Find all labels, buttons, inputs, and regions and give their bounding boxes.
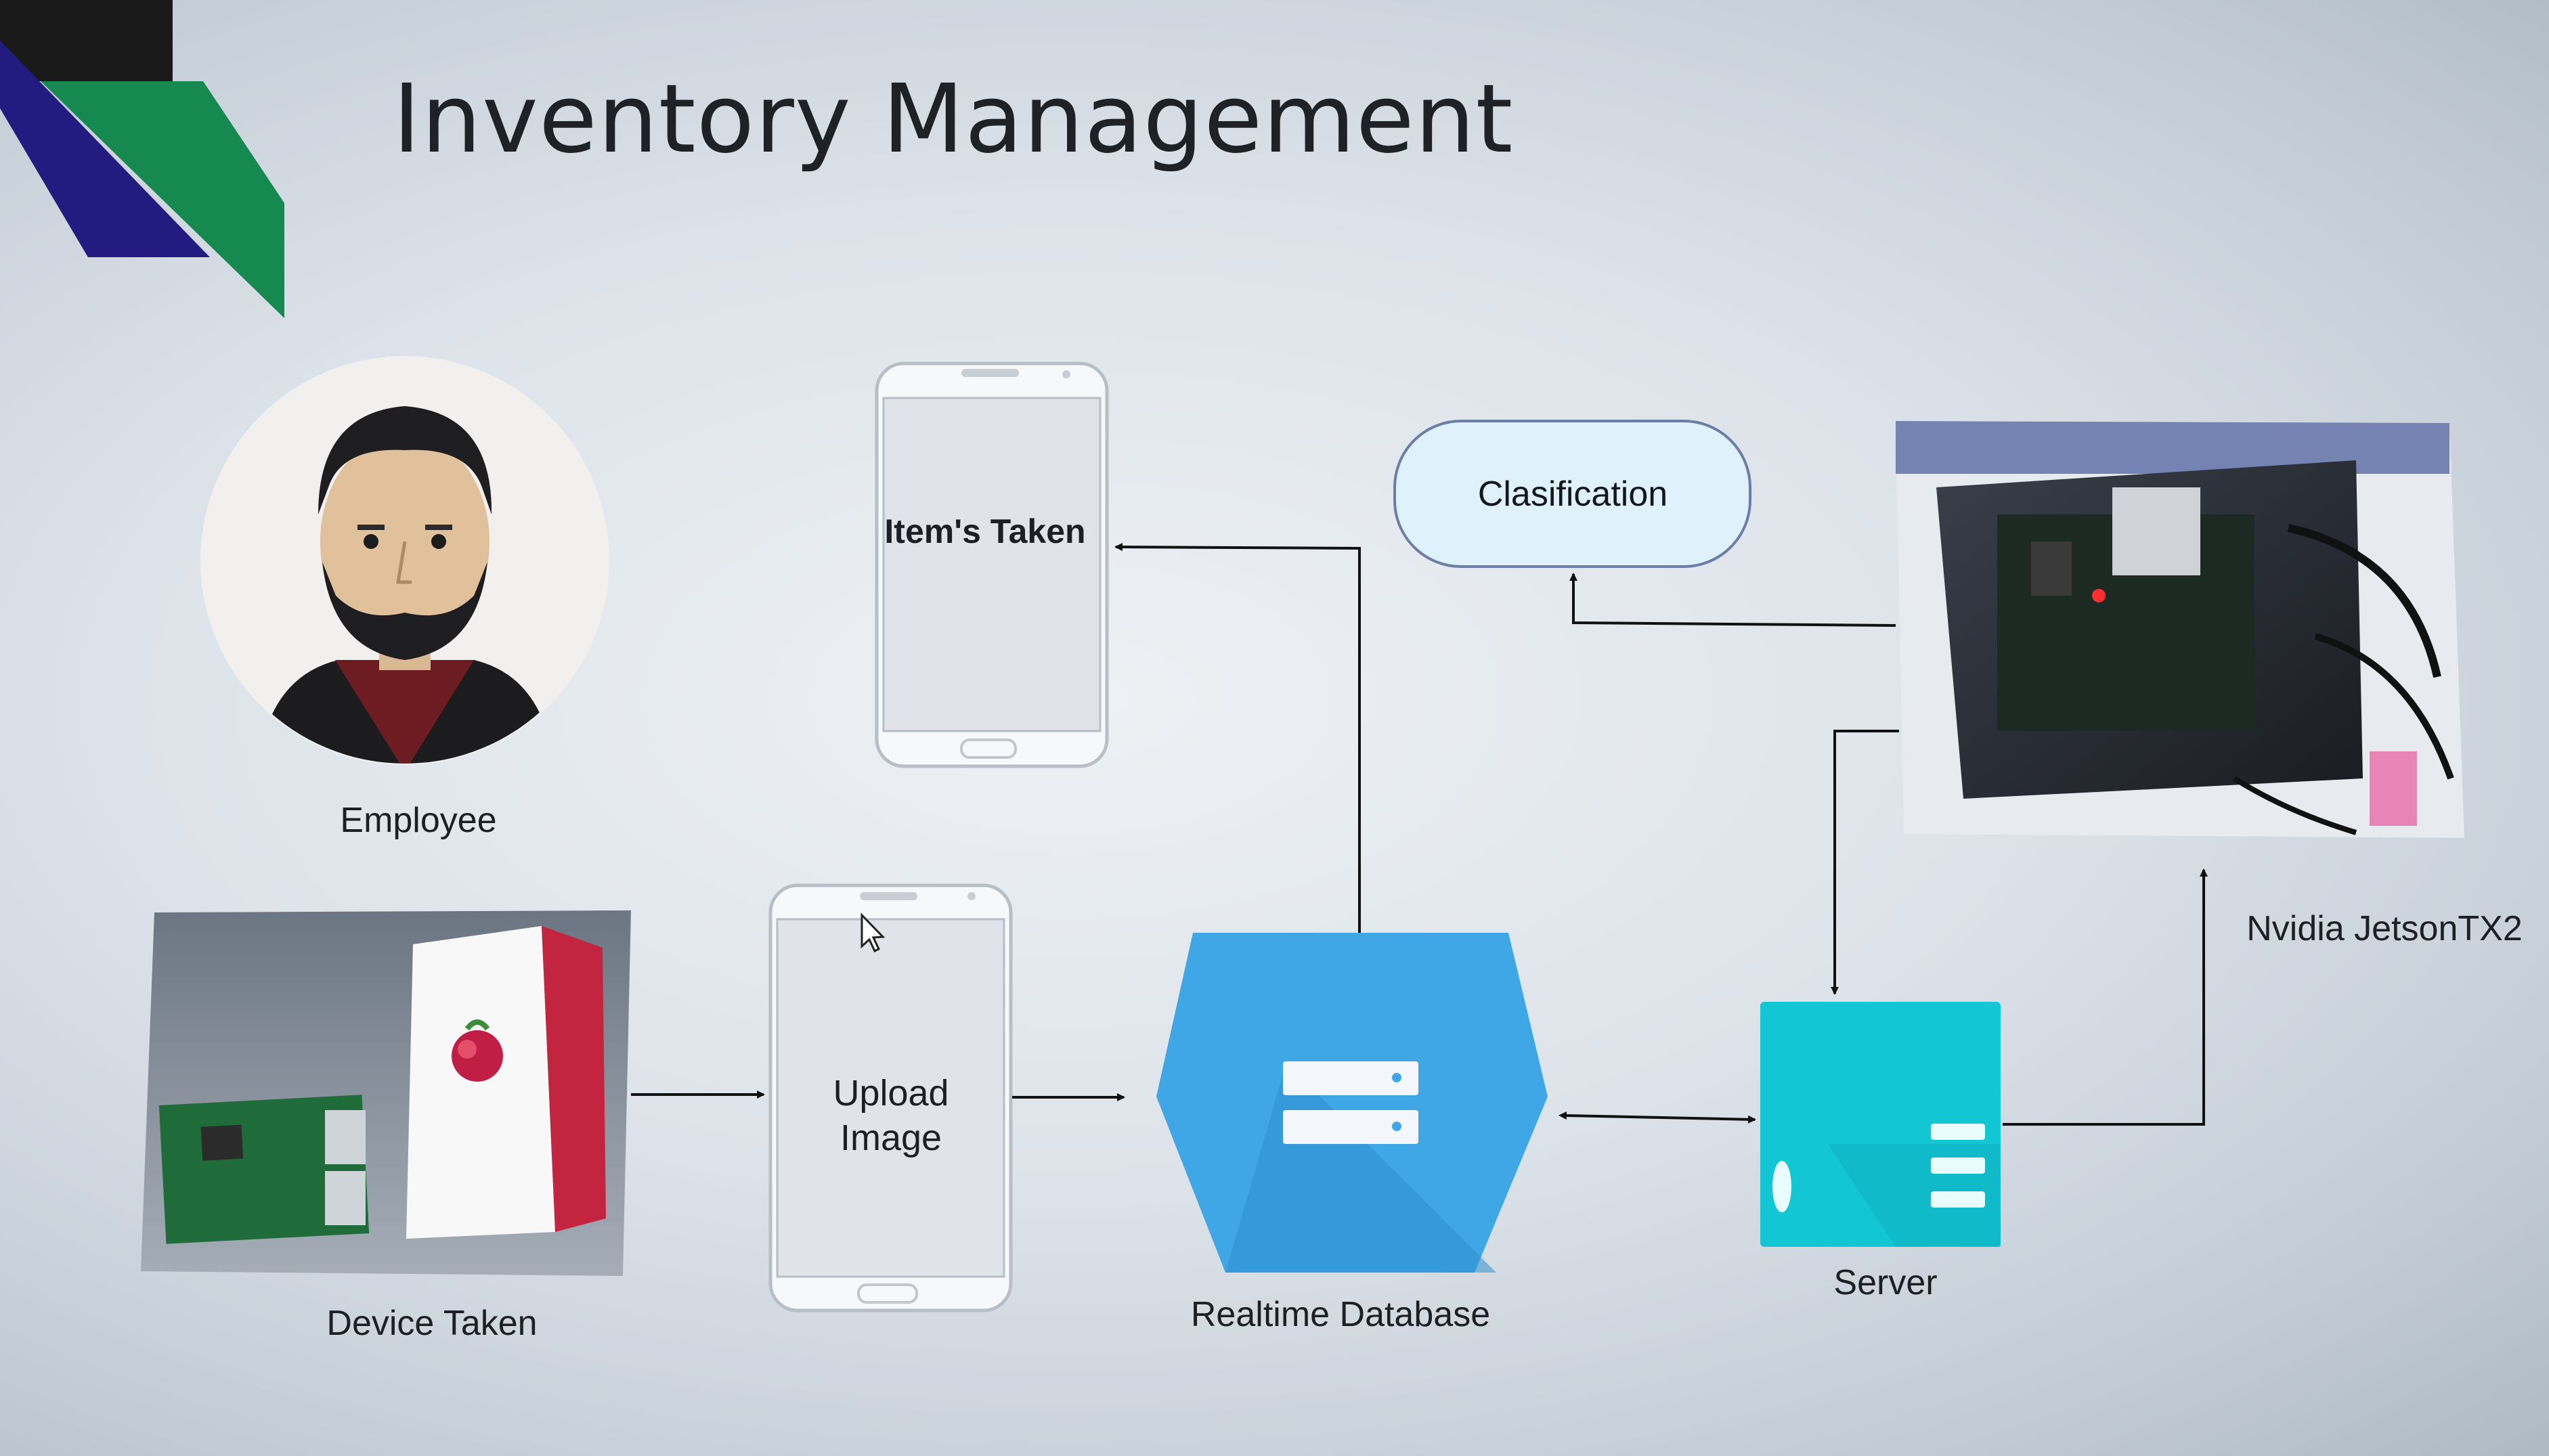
mouse-pointer-icon <box>860 912 886 953</box>
upload-phone-icon <box>768 883 1013 1312</box>
items-taken-text: Item's Taken <box>884 512 1086 550</box>
classification-text: Clasification <box>1477 475 1668 514</box>
corner-accent-logo <box>0 0 284 318</box>
connector-jetson-to-server <box>1831 730 1899 995</box>
items-taken-phone-icon <box>875 361 1109 768</box>
upload-image-text: Upload Image <box>833 1071 949 1160</box>
employee-label: Employee <box>340 801 497 840</box>
connector-database-to-items <box>1114 543 1361 933</box>
device-label: Device Taken <box>326 1304 538 1343</box>
jetson-label: Nvidia JetsonTX2 <box>2246 909 2523 948</box>
upload-image-line1: Upload <box>833 1073 949 1113</box>
connector-jetson-to-classification <box>1569 573 1896 627</box>
connector-server-to-jetson <box>2003 868 2208 1126</box>
connector-database-server <box>1559 1111 1756 1124</box>
slide-title: Inventory Management <box>393 64 1514 175</box>
server-icon <box>1760 1002 2001 1247</box>
classification-node <box>1393 420 1751 568</box>
server-label: Server <box>1833 1263 1938 1302</box>
employee-avatar-icon <box>200 356 609 765</box>
database-icon <box>1156 933 1548 1273</box>
database-label: Realtime Database <box>1190 1295 1491 1334</box>
jetson-photo-icon <box>1896 421 2464 838</box>
device-photo-icon <box>141 910 631 1276</box>
upload-image-line2: Image <box>840 1118 942 1158</box>
